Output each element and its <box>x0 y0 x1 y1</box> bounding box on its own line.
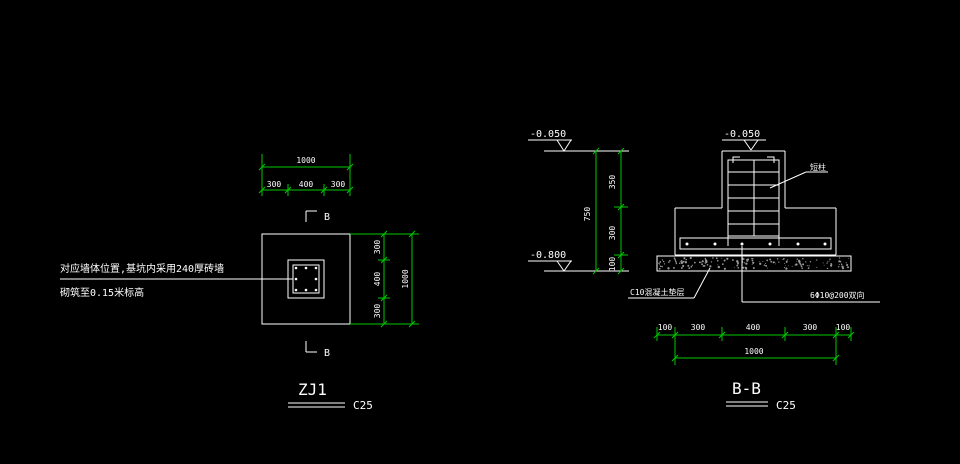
elev-dim-mid: 300 <box>608 226 617 241</box>
elev-dimensions <box>592 147 628 275</box>
elev-top-marker <box>528 139 629 152</box>
elev-top-level: -0.050 <box>530 129 566 140</box>
elevation-view: -0.050 -0.800 750 350 300 <box>528 129 629 275</box>
plan-dim-total: 1000 <box>296 156 315 165</box>
elev-dim-bottom: 100 <box>608 257 617 272</box>
section-dim-e: 100 <box>836 323 851 332</box>
elev-bottom-marker <box>528 260 629 272</box>
section-dim-c: 400 <box>746 323 761 332</box>
column-rebar-cage <box>727 156 780 246</box>
section-top-marker <box>722 139 766 151</box>
plan-rdim-total: 1000 <box>401 269 410 288</box>
section-top-level: -0.050 <box>724 129 760 140</box>
elev-dim-top: 350 <box>608 175 617 190</box>
rebar-label-leader <box>741 246 880 303</box>
section-view: -0.050 <box>628 129 880 412</box>
plan-grade: C25 <box>353 399 373 412</box>
plan-note-line1: 对应墙体位置,基坑内采用240厚砖墙 <box>60 262 224 275</box>
plan-dim-left: 300 <box>267 180 282 189</box>
section-dim-d: 300 <box>803 323 818 332</box>
section-mark-bottom-label: B <box>324 348 330 359</box>
cushion-hatch <box>658 256 850 270</box>
plan-dim-right: 300 <box>331 180 346 189</box>
section-dim-b: 300 <box>691 323 706 332</box>
section-dim-a: 100 <box>658 323 673 332</box>
column-rebar-dots <box>294 266 318 292</box>
plan-rdim-mid: 400 <box>373 272 382 287</box>
plan-title: ZJ1 <box>298 380 327 399</box>
column-section-outline <box>674 150 837 256</box>
section-mark-bottom <box>305 341 317 353</box>
section-mark-top-label: B <box>324 212 330 223</box>
section-title: B-B <box>732 379 761 398</box>
column-label-leader <box>769 171 828 189</box>
plan-right-dimensions <box>350 230 419 328</box>
section-dimensions <box>653 327 855 365</box>
elev-dim-total: 750 <box>583 207 592 222</box>
plan-top-dimensions <box>258 154 354 196</box>
footing-rebar <box>679 237 832 250</box>
cushion-label: C10混凝土垫层 <box>630 287 684 297</box>
footing-rebar-dots <box>685 242 827 246</box>
section-title-underline <box>726 401 768 407</box>
column-label: 短柱 <box>810 162 826 172</box>
plan-title-underline <box>288 402 345 408</box>
section-dim-total: 1000 <box>744 347 763 356</box>
elev-bottom-level: -0.800 <box>530 250 566 261</box>
plan-rdim-top: 300 <box>373 240 382 255</box>
section-mark-top <box>305 210 317 222</box>
plan-rdim-bottom: 300 <box>373 304 382 319</box>
plan-dim-mid: 400 <box>299 180 314 189</box>
rebar-label: 6Φ10@200双向 <box>810 290 865 300</box>
plan-view: 1000 300 400 300 B 对应墙体位置,基坑内采用240厚砖墙 砌筑… <box>60 154 419 412</box>
plan-note-line2: 砌筑至0.15米标高 <box>60 286 144 299</box>
section-grade: C25 <box>776 399 796 412</box>
cushion-label-leader <box>628 267 711 299</box>
